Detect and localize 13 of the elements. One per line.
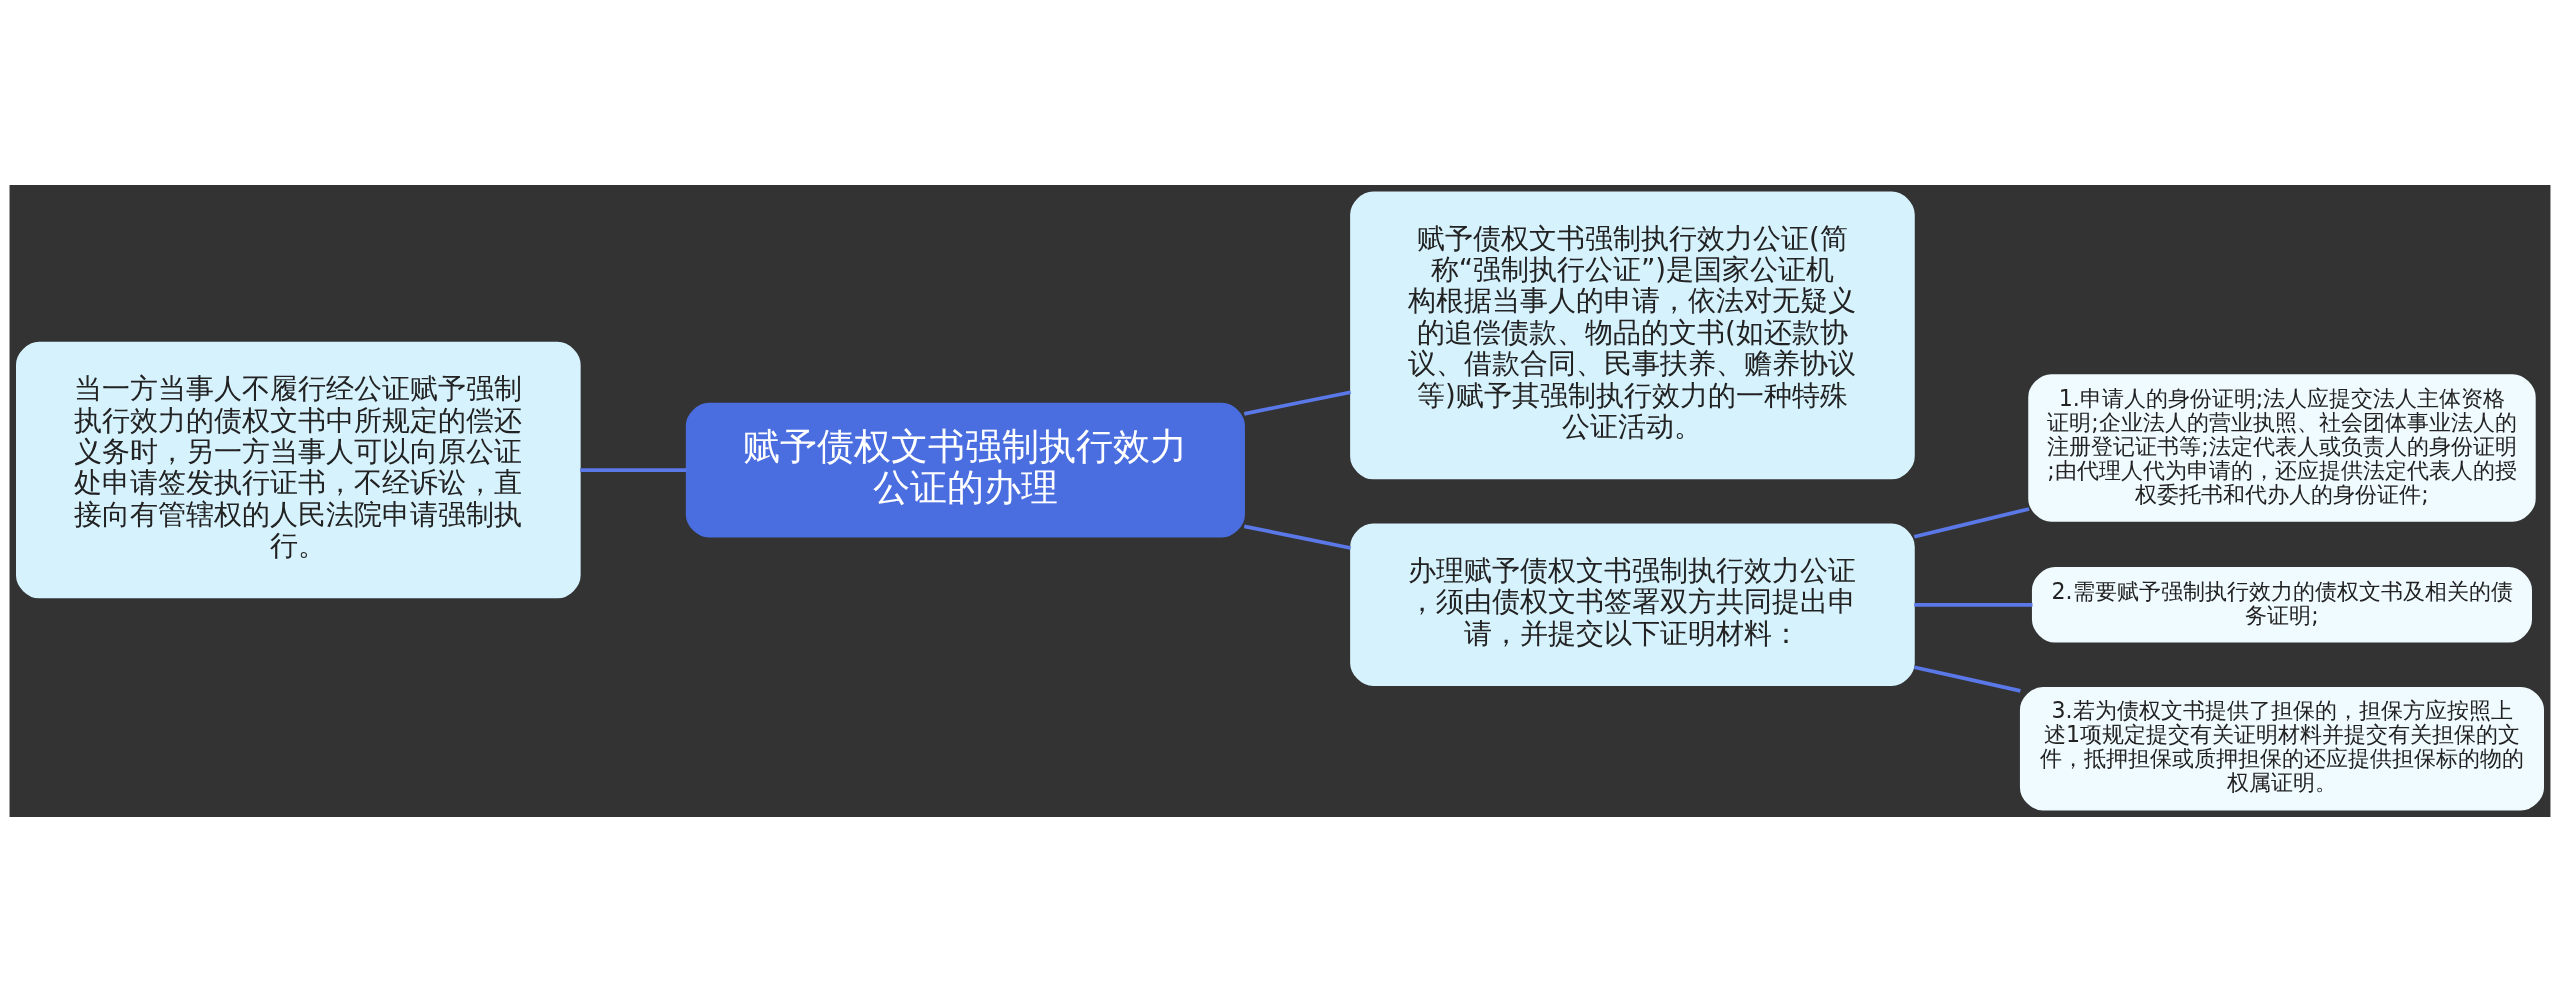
node-box: 赋予债权文书强制执行效力公证(简称“强制执行公证”)是国家公证机构根据当事人的申请，依法对无疑义的追偿债款、物品的文书(如还款协议、借款合同、民事扶养、赡养协议等)赋予其强制执行效力的一种特殊公证活动。 — [1350, 190, 1915, 479]
node-box: 当一方当事人不履行经公证赋予强制执行效力的债权文书中所规定的偿还义务时，另一方当事人可以向原公证处申请签发执行证书，不经诉讼，直接向有管辖权的人民法院申请强制执行。 — [16, 341, 581, 598]
connector — [1913, 506, 2030, 539]
node-box: 办理赋予债权文书强制执行效力公证，须由债权文书签署双方共同提出申请，并提交以下证明材料： — [1350, 523, 1915, 686]
node-box: 2.需要赋予强制执行效力的债权文书及相关的债务证明; — [2031, 566, 2532, 643]
connector — [1243, 524, 1351, 550]
connector — [580, 467, 687, 472]
node-box: 3.若为债权文书提供了担保的，担保方应按照上述1项规定提交有关证明材料并提交有关担保的文件，抵押担保或质押担保的还应提供担保标的物的权属证明。 — [2019, 686, 2544, 811]
connector — [1913, 664, 2021, 693]
connector — [1914, 602, 2033, 607]
connector — [1243, 389, 1351, 416]
node-box: 1.申请人的身份证明;法人应提交法人主体资格证明;企业法人的营业执照、社会团体事业法人的注册登记证书等;法定代表人或负责人的身份证明;由代理人代为申请的，还应提供法定代表人的授权委托书和代办人的身份证件; — [2028, 373, 2536, 522]
node-box: 赋予债权文书强制执行效力公证的办理 — [685, 402, 1245, 537]
